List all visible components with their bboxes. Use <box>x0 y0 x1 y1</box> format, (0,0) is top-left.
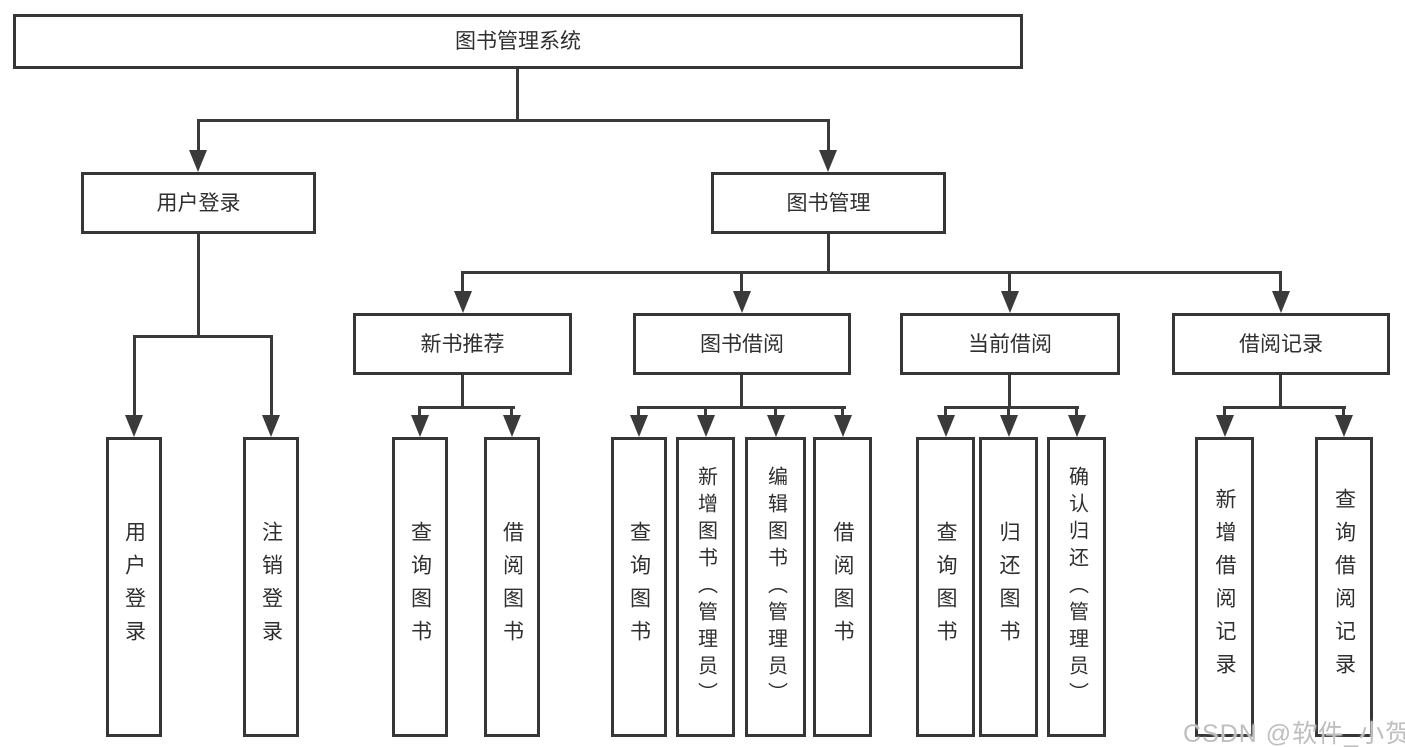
connector-book-management-hline <box>462 271 1282 274</box>
connector-drop-leaf <box>1223 406 1226 417</box>
connector-current-borrowing-hline <box>944 406 1079 409</box>
leaf-borrow-books-recommend: 借阅图书 <box>484 437 540 737</box>
connector-drop-leaf <box>637 406 640 417</box>
connector-drop-current-borrowing <box>1008 271 1011 293</box>
node-book-management: 图书管理 <box>711 172 946 234</box>
connector-drop-leaf <box>418 406 421 417</box>
connector-drop-borrowing-records <box>1279 271 1282 293</box>
arrowhead-down-icon <box>411 415 429 437</box>
connector-root-stub <box>516 69 519 122</box>
connector-current-borrowing-stub <box>1008 375 1011 408</box>
node-user-login: 用户登录 <box>81 172 316 234</box>
connector-drop-leaf <box>841 406 844 417</box>
connector-new-book-hline <box>419 406 515 409</box>
node-new-book-recommendation: 新书推荐 <box>353 313 572 375</box>
leaf-query-books-recommend: 查询图书 <box>392 437 448 737</box>
leaf-add-book-admin: 新增图书（管理员） <box>676 437 735 737</box>
connector-drop-book-management <box>827 119 830 152</box>
node-root: 图书管理系统 <box>13 14 1023 69</box>
node-current-borrowing: 当前借阅 <box>900 313 1120 375</box>
arrowhead-down-icon <box>1335 415 1353 437</box>
connector-drop-leaf <box>774 406 777 417</box>
connector-drop-book-borrowing <box>740 271 743 293</box>
connector-drop-leaf <box>133 335 136 416</box>
leaf-query-books-borrowing: 查询图书 <box>611 437 667 737</box>
arrowhead-down-icon <box>1216 415 1234 437</box>
arrowhead-down-icon <box>697 415 715 437</box>
leaf-user-login: 用户登录 <box>106 437 162 737</box>
connector-drop-new-book <box>461 271 464 293</box>
leaf-add-borrow-record: 新增借阅记录 <box>1195 437 1254 737</box>
arrowhead-down-icon <box>125 415 143 437</box>
arrowhead-down-icon <box>189 150 207 172</box>
watermark: CSDN @软件_小贺同学 <box>1183 720 1405 747</box>
connector-book-borrowing-hline <box>638 406 846 409</box>
connector-user-login-stub <box>197 234 200 337</box>
leaf-borrow-books-borrowing: 借阅图书 <box>813 437 872 737</box>
connector-drop-leaf <box>270 335 273 416</box>
leaf-edit-book-admin: 编辑图书（管理员） <box>745 437 806 737</box>
connector-drop-leaf <box>1342 406 1345 417</box>
node-book-borrowing: 图书借阅 <box>633 313 851 375</box>
arrowhead-down-icon <box>1272 291 1290 313</box>
connector-drop-leaf <box>1075 406 1078 417</box>
leaf-return-books: 归还图书 <box>979 437 1038 737</box>
connector-drop-leaf <box>1007 406 1010 417</box>
arrowhead-down-icon <box>819 150 837 172</box>
leaf-query-borrow-record: 查询借阅记录 <box>1315 437 1373 737</box>
arrowhead-down-icon <box>1000 415 1018 437</box>
connector-borrowing-records-stub <box>1279 375 1282 408</box>
connector-book-borrowing-stub <box>740 375 743 408</box>
arrowhead-down-icon <box>834 415 852 437</box>
connector-drop-leaf <box>704 406 707 417</box>
leaf-query-books-current: 查询图书 <box>916 437 975 737</box>
arrowhead-down-icon <box>503 415 521 437</box>
leaf-confirm-return-admin: 确认归还（管理员） <box>1047 437 1106 737</box>
connector-drop-user-login <box>197 119 200 152</box>
arrowhead-down-icon <box>937 415 955 437</box>
arrowhead-down-icon <box>630 415 648 437</box>
connector-user-login-hline <box>133 335 272 338</box>
arrowhead-down-icon <box>733 291 751 313</box>
connector-drop-leaf <box>510 406 513 417</box>
arrowhead-down-icon <box>454 291 472 313</box>
connector-root-hline <box>197 119 830 122</box>
arrowhead-down-icon <box>262 415 280 437</box>
connector-borrowing-records-hline <box>1223 406 1346 409</box>
connector-drop-leaf <box>944 406 947 417</box>
arrowhead-down-icon <box>767 415 785 437</box>
connector-new-book-stub <box>461 375 464 408</box>
arrowhead-down-icon <box>1001 291 1019 313</box>
leaf-logout: 注销登录 <box>243 437 299 737</box>
connector-book-management-stub <box>827 234 830 273</box>
arrowhead-down-icon <box>1068 415 1086 437</box>
node-borrowing-records: 借阅记录 <box>1172 313 1390 375</box>
